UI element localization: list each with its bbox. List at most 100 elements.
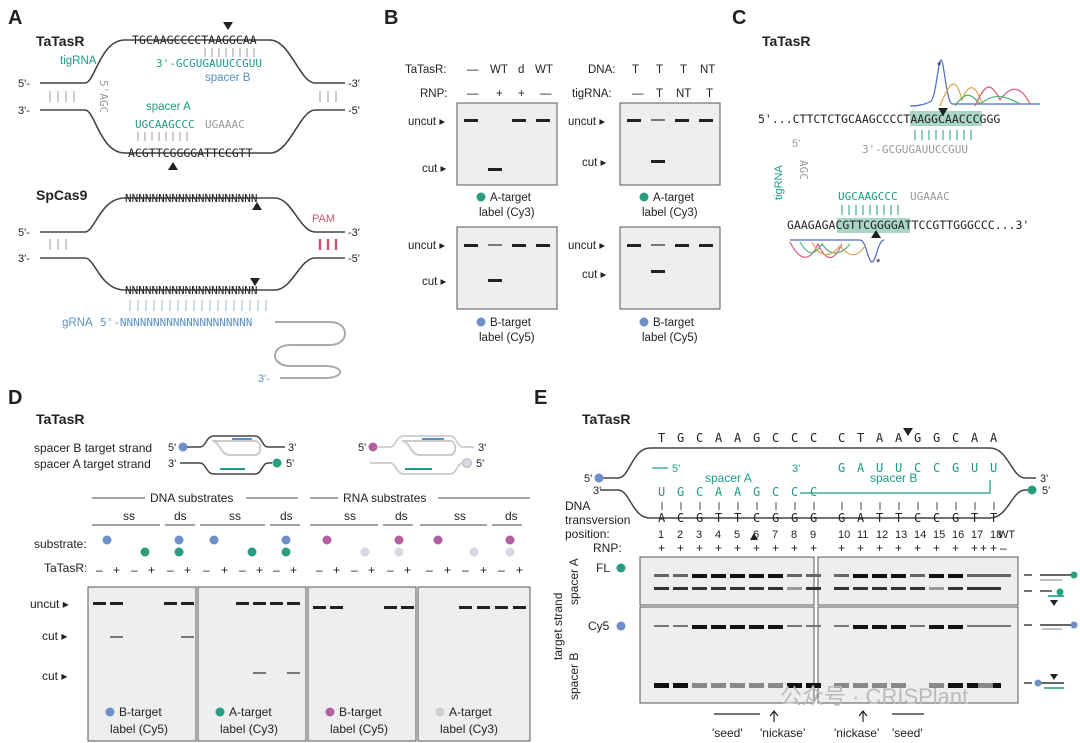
e-band-fl-uncut: [853, 574, 868, 578]
a-spcas9-left-pairs: [49, 239, 67, 250]
e-nickase-1: 'nickase': [760, 726, 805, 740]
e-top-base: C: [952, 431, 959, 445]
d-dna-r3: 3': [288, 442, 296, 454]
panel-letter-b: B: [384, 7, 398, 29]
e-bands: [654, 574, 1011, 688]
d-pm-sign: –: [273, 563, 280, 577]
b-left-r1-1: WT: [490, 64, 508, 76]
e-band-cy5-uncut: [806, 625, 821, 627]
b-gel-right-bottom: [619, 226, 721, 310]
e-band-cy5-cut: [806, 683, 821, 688]
a-grna-scaffold: [274, 321, 346, 379]
a-spacer-b-rna: 3'-GCGUGAUUCCGUU: [156, 57, 262, 70]
e-three-r: 3': [1040, 473, 1048, 485]
e-band-fl-cut: [910, 587, 925, 590]
d-plus-minus-row: –+–+–+–+–+–+–+–+–+–+–+–+: [96, 563, 523, 577]
e-rnp-plus-row: +++++++++++++++++++–: [658, 541, 1007, 555]
e-rna-a-base: A: [734, 485, 742, 499]
e-position: 11: [857, 529, 868, 541]
e-side-schematics: [1024, 574, 1072, 684]
d-dot: [394, 547, 404, 557]
e-band-fl-uncut: [891, 574, 906, 578]
a-spcas9-bottom-seq: NNNNNNNNNNNNNNNNNNNN: [125, 284, 257, 297]
e-band-cy5-uncut: [853, 625, 868, 629]
e-band-cy5-uncut: [986, 625, 1001, 627]
e-dna-label: DNA: [565, 499, 590, 513]
e-rnp-sign: +: [857, 541, 864, 555]
e-three-l: 3': [593, 485, 601, 497]
e-top-base: A: [990, 431, 998, 445]
e-rna-a-base: G: [753, 485, 760, 499]
e-rna-b-base: U: [876, 461, 883, 475]
d-band: [270, 602, 283, 605]
e-rnp-sign: +: [753, 541, 760, 555]
e-band-fl-uncut: [986, 574, 1001, 577]
e-rnp-sign: +: [791, 541, 798, 555]
c-a-pairs: [841, 205, 899, 215]
e-band-fl-uncut: [749, 574, 764, 578]
a-tatasr-top-seq: TGCAAGCCCCTAAGGCAA: [132, 33, 257, 47]
b-b-target-l2: label (Cy5): [479, 332, 535, 344]
e-rnp-sign: +: [696, 541, 703, 555]
d-pm-sign: +: [256, 563, 263, 577]
e-arrow-2: [858, 710, 868, 722]
e-position-label: position:: [565, 527, 610, 541]
d-pm-sign: +: [333, 563, 340, 577]
e-rna-link: [800, 480, 991, 494]
d-band: [384, 606, 397, 609]
a-grna-label: gRNA: [62, 317, 93, 329]
e-band-cy5-cut: [891, 683, 906, 688]
b-band: [675, 244, 689, 247]
e-top-base: A: [715, 431, 723, 445]
e-rna-a-base: A: [715, 485, 723, 499]
e-band-cy5-cut: [872, 683, 887, 688]
d-ds-1: ds: [174, 509, 187, 523]
e-band-cy5-uncut: [787, 625, 802, 627]
e-cut-bottom: [750, 533, 758, 540]
d-ss-ds-row: ss ds ss ds ss ds ss ds: [123, 509, 518, 523]
b-uncut-4: uncut ▸: [568, 240, 605, 252]
e-side-dot: [1070, 621, 1078, 629]
b-left-conditions: TaTasR: RNP: — WT d WT — + + —: [405, 64, 553, 100]
e-top-base: A: [895, 431, 903, 445]
e-band-cy5-cut: [711, 683, 726, 688]
b-left-r2-1: +: [496, 88, 503, 100]
e-position: 8: [791, 529, 797, 541]
e-rnp-sign: +: [876, 541, 883, 555]
d-strand-a: spacer A target strand: [34, 457, 151, 471]
e-side-dot: [1056, 588, 1064, 596]
e-band-fl-cut: [929, 587, 944, 590]
a-spcas9-r5: -5': [348, 253, 360, 265]
d-band: [477, 606, 490, 609]
c-highlight-bottom: [837, 218, 910, 233]
e-bottom-base: A: [857, 511, 865, 525]
e-band-cy5-uncut: [872, 625, 887, 629]
b-gel-left-bottom: [456, 226, 558, 310]
c-chromatogram-top: [909, 59, 1040, 107]
d-pm-sign: –: [351, 563, 358, 577]
e-position: 2: [677, 529, 683, 541]
b-band: [512, 119, 526, 122]
e-bottom-strand: [600, 489, 1030, 519]
e-position: 17: [971, 529, 983, 541]
b-left-r1-0: —: [467, 64, 479, 76]
c-asterisk-bottom: *: [876, 257, 881, 269]
d-rna-header: RNA substrates: [343, 491, 426, 505]
b-band: [488, 244, 502, 246]
e-side-cut-2: [1050, 674, 1058, 680]
b-band: [651, 119, 665, 121]
b-right-r1-3: NT: [700, 64, 715, 76]
d-pm-sign: +: [290, 563, 297, 577]
e-band-fl-uncut: [673, 574, 688, 577]
e-bottom-base: T: [734, 511, 741, 525]
d-gel-1: [87, 586, 197, 742]
e-band-fl-uncut: [996, 574, 1011, 577]
e-side-dot: [1070, 571, 1078, 579]
e-band-cy5-uncut: [673, 625, 688, 627]
e-band-fl-cut: [749, 587, 764, 590]
e-top-base: G: [914, 431, 921, 445]
b-right-r1-1: T: [656, 64, 663, 76]
c-cut-top: [938, 108, 948, 116]
a-tatasr-cut-marker-bottom: [168, 162, 178, 170]
e-position: WT: [998, 529, 1015, 541]
